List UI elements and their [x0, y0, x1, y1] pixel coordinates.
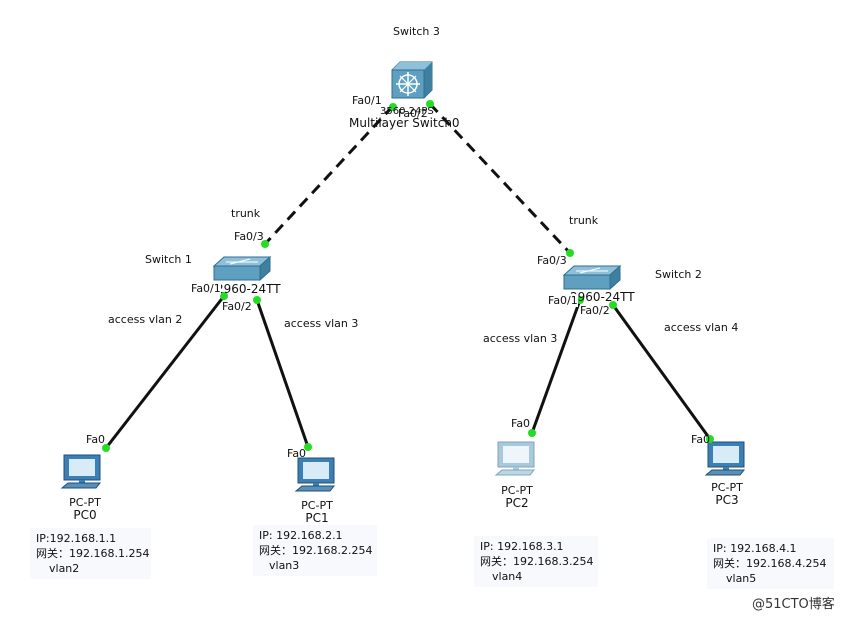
- switch3-model: 3560 24PS: [380, 106, 434, 117]
- pc1-name: PC1: [305, 511, 329, 525]
- pc2-info-note: IP: 192.168.3.1 网关：192.168.3.254 vlan4: [474, 536, 598, 587]
- pc3-ip: IP: 192.168.4.1: [713, 542, 797, 555]
- port-dot: [706, 435, 714, 443]
- switch1-model: 2960-24TT: [216, 282, 281, 296]
- switch2-port-fa03: Fa0/3: [537, 254, 567, 267]
- trunk-label-left: trunk: [231, 207, 261, 220]
- watermark-text: @51CTO博客: [752, 597, 835, 612]
- trunk-link-switch3-switch2: [428, 102, 572, 255]
- access-label-pc1: access vlan 3: [284, 317, 359, 330]
- port-dot: [253, 296, 261, 304]
- links: [104, 102, 712, 449]
- switch1-port-fa02: Fa0/2: [222, 300, 252, 313]
- switch2-port-fa02: Fa0/2: [580, 304, 610, 317]
- trunk-link-switch3-switch1: [263, 104, 395, 246]
- access-link-pc0: [104, 295, 226, 449]
- pc2-gateway: 网关：192.168.3.254: [480, 555, 594, 568]
- pc0-info-note: IP:192.168.1.1 网关：192.168.1.254 vlan2: [30, 528, 151, 579]
- switch2-model: 2960-24TT: [570, 290, 635, 304]
- port-indicators: [102, 100, 714, 452]
- access-link-pc2: [530, 299, 582, 434]
- pc0-ip: IP:192.168.1.1: [36, 532, 117, 545]
- pc3-info-note: IP: 192.168.4.1 网关：192.168.4.254 vlan5: [707, 538, 834, 589]
- pc2-name: PC2: [505, 496, 529, 510]
- pc0-name: PC0: [73, 508, 97, 522]
- access-link-pc1: [255, 299, 310, 448]
- port-dot: [426, 100, 434, 108]
- switch1-title: Switch 1: [145, 253, 192, 266]
- switch1-port-fa01: Fa0/1: [191, 282, 221, 295]
- pc1-type: PC-PT: [301, 499, 333, 512]
- pc1-gateway: 网关：192.168.2.254: [259, 544, 373, 557]
- pc3-icon[interactable]: [704, 441, 746, 476]
- pc2-ip: IP: 192.168.3.1: [480, 540, 564, 553]
- switch3-port-fa02: Fa0/2: [398, 107, 428, 120]
- switch2-port-fa01: Fa0/1: [548, 294, 578, 307]
- pc2-type: PC-PT: [501, 484, 533, 497]
- access-label-pc0: access vlan 2: [108, 313, 183, 326]
- pc1-port-label: Fa0: [287, 447, 307, 460]
- trunk-label-right: trunk: [569, 214, 599, 227]
- port-dot: [528, 429, 536, 437]
- access-link-pc3: [611, 304, 712, 440]
- multilayer-switch-icon[interactable]: [391, 61, 433, 99]
- pc3-type: PC-PT: [711, 481, 743, 494]
- pc1-icon[interactable]: [294, 457, 336, 492]
- port-dot: [566, 249, 574, 257]
- pc3-port-label: Fa0: [691, 433, 711, 446]
- pc3-vlan: vlan5: [726, 572, 757, 585]
- access-label-pc2: access vlan 3: [483, 332, 558, 345]
- switch2-title: Switch 2: [655, 268, 702, 281]
- port-dot: [576, 296, 584, 304]
- port-dot: [220, 292, 228, 300]
- port-dot: [609, 301, 617, 309]
- pc0-port-label: Fa0: [86, 433, 106, 446]
- port-dot: [102, 444, 110, 452]
- pc1-ip: IP: 192.168.2.1: [259, 529, 343, 542]
- pc2-icon[interactable]: [494, 441, 536, 476]
- pc2-port-label: Fa0: [511, 417, 531, 430]
- switch3-name: Multilayer Switch0: [349, 116, 460, 130]
- port-dot: [304, 443, 312, 451]
- switch3-port-fa01: Fa0/1: [352, 94, 382, 107]
- access-label-pc3: access vlan 4: [664, 321, 739, 334]
- pc3-name: PC3: [715, 493, 739, 507]
- port-dot: [389, 103, 397, 111]
- pc2-vlan: vlan4: [492, 570, 523, 583]
- switch3-title: Switch 3: [393, 25, 440, 38]
- pc1-info-note: IP: 192.168.2.1 网关：192.168.2.254 vlan3: [253, 525, 377, 576]
- pc3-gateway: 网关：192.168.4.254: [713, 557, 827, 570]
- switch1-port-fa03: Fa0/3: [234, 230, 264, 243]
- pc0-vlan: vlan2: [49, 562, 80, 575]
- pc0-icon[interactable]: [60, 454, 102, 489]
- switch1-icon[interactable]: [212, 255, 272, 282]
- pc0-gateway: 网关：192.168.1.254: [36, 547, 150, 560]
- port-dot: [261, 240, 269, 248]
- switch2-icon[interactable]: [562, 264, 622, 291]
- pc0-type: PC-PT: [69, 496, 101, 509]
- pc1-vlan: vlan3: [269, 559, 300, 572]
